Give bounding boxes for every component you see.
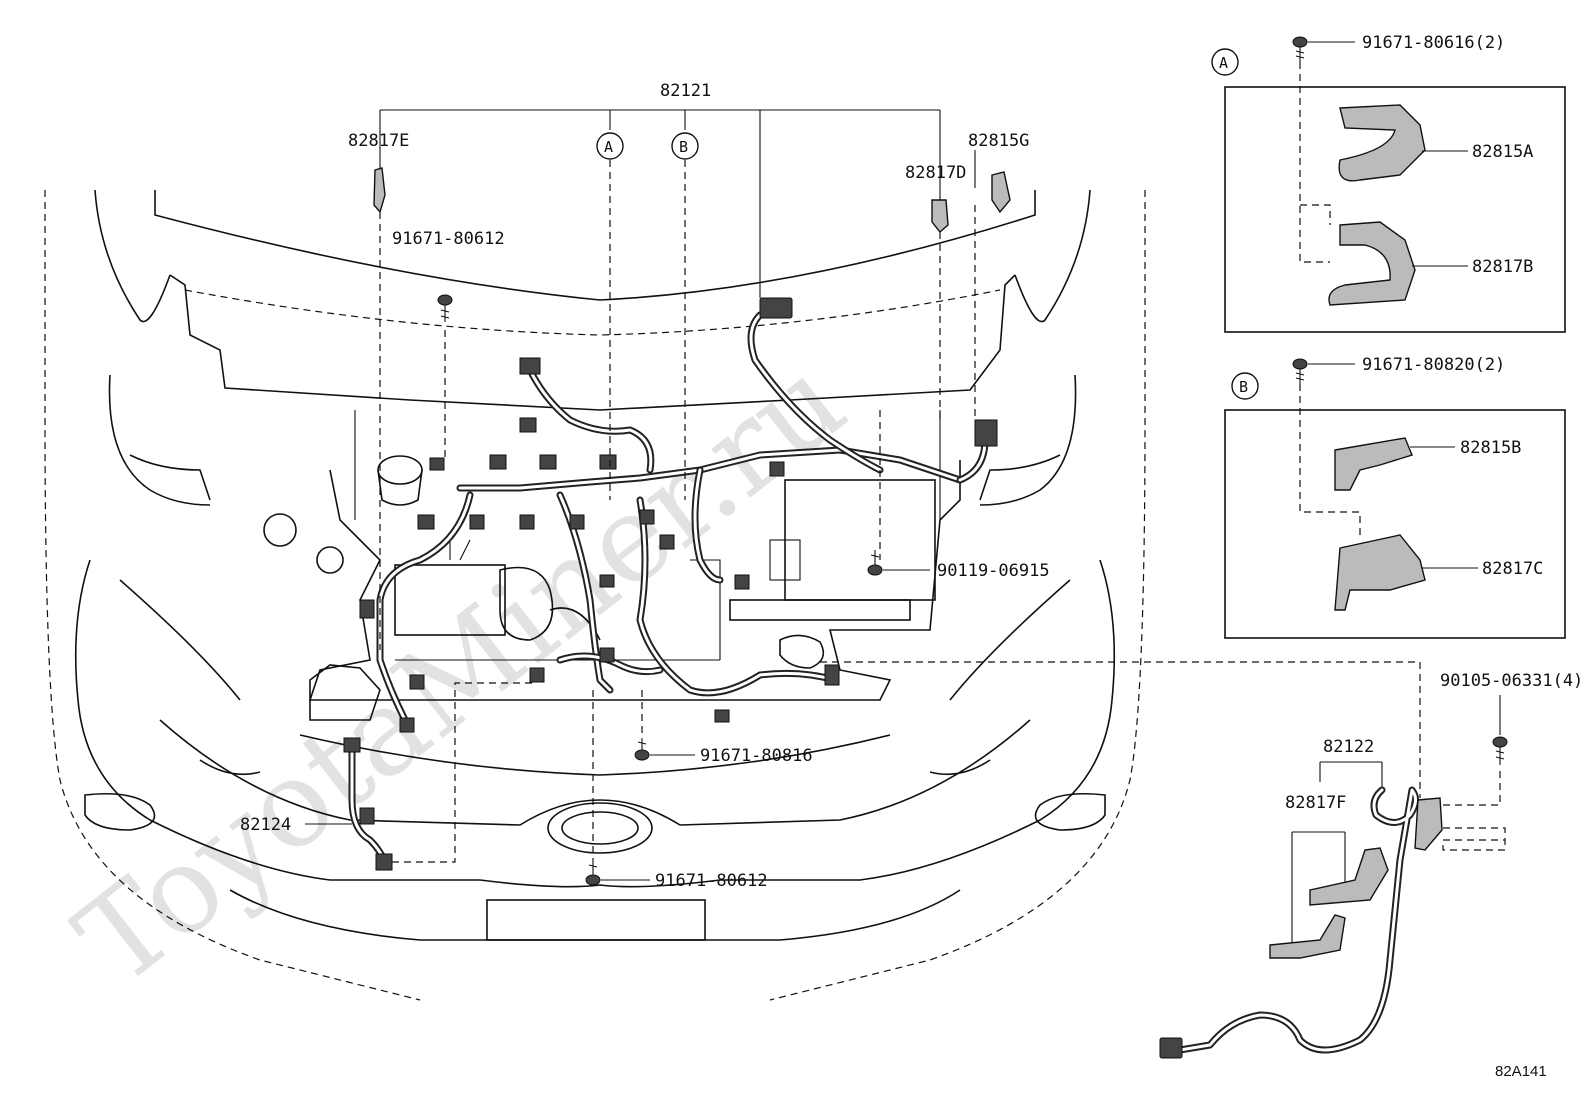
- label-82815G: 82815G: [968, 131, 1029, 151]
- engine-bay: [263, 410, 961, 721]
- cover-82817F-group: 82817F: [1269, 793, 1389, 959]
- diagram-code: 82A141: [1495, 1063, 1547, 1080]
- cover-82817F-part-lower: [1269, 914, 1346, 959]
- label-82817D: 82817D: [905, 163, 966, 183]
- front-harness-82124: [343, 737, 393, 871]
- label-82121: 82121: [660, 81, 711, 101]
- label-bolt-91671-80612-top: 91671-80612: [392, 229, 505, 249]
- bolt-icon: [1292, 358, 1308, 384]
- label-82124: 82124: [240, 815, 291, 835]
- vehicle-outline: [44, 189, 1146, 1001]
- label-bolt-90105-06331: 90105-06331(4): [1440, 671, 1583, 691]
- detail-a-panel: A 91671-80616(2) 82815A 82817B: [1211, 33, 1566, 333]
- label-bolt-91671-80612-bottom: 91671-80612: [655, 871, 768, 891]
- cover-82817E-part: [373, 167, 386, 214]
- cover-82815A-part: [1338, 104, 1426, 182]
- bolt-icon: [1492, 736, 1508, 765]
- sub-harness-82122: 82122: [1159, 737, 1443, 1059]
- label-bolt-91671-80820: 91671-80820(2): [1362, 355, 1505, 375]
- callout-a-marker: A: [596, 132, 624, 160]
- bolt-icon: [585, 860, 601, 886]
- label-82122: 82122: [1323, 737, 1374, 757]
- label-82815A: 82815A: [1472, 142, 1533, 162]
- cover-82817D-part: [931, 199, 949, 234]
- bolt-icon: [634, 738, 650, 761]
- detail-a-marker: A: [1219, 54, 1228, 72]
- label-82817B: 82817B: [1472, 257, 1533, 277]
- cover-82817B-part: [1328, 221, 1416, 306]
- bolt-icon: [867, 550, 883, 576]
- detail-b-marker: B: [1239, 378, 1248, 396]
- callout-b-marker: B: [671, 132, 699, 160]
- label-82817F: 82817F: [1285, 793, 1346, 813]
- leader-82121: [379, 109, 976, 650]
- label-bolt-90119-06915: 90119-06915: [937, 561, 1050, 581]
- label-82815B: 82815B: [1460, 438, 1521, 458]
- label-82817E: 82817E: [348, 131, 409, 151]
- label-82817C: 82817C: [1482, 559, 1543, 579]
- svg-text:A: A: [604, 138, 613, 156]
- cover-82817F-part: [1309, 847, 1389, 906]
- cover-82815B-part: [1334, 437, 1413, 491]
- bolt-icon: [437, 294, 453, 322]
- cover-82817C-part: [1334, 534, 1426, 611]
- watermark: ToyotaMiner.ru: [52, 331, 870, 1013]
- bolt-icon: [1292, 36, 1308, 62]
- main-wire-harness: [359, 297, 998, 733]
- detail-b-panel: B 91671-80820(2) 82815B 82817C: [1224, 355, 1566, 639]
- cover-82815G-part: [991, 171, 1011, 214]
- svg-text:B: B: [679, 138, 688, 156]
- label-bolt-91671-80816: 91671-80816: [700, 746, 813, 766]
- label-bolt-91671-80616: 91671-80616(2): [1362, 33, 1505, 53]
